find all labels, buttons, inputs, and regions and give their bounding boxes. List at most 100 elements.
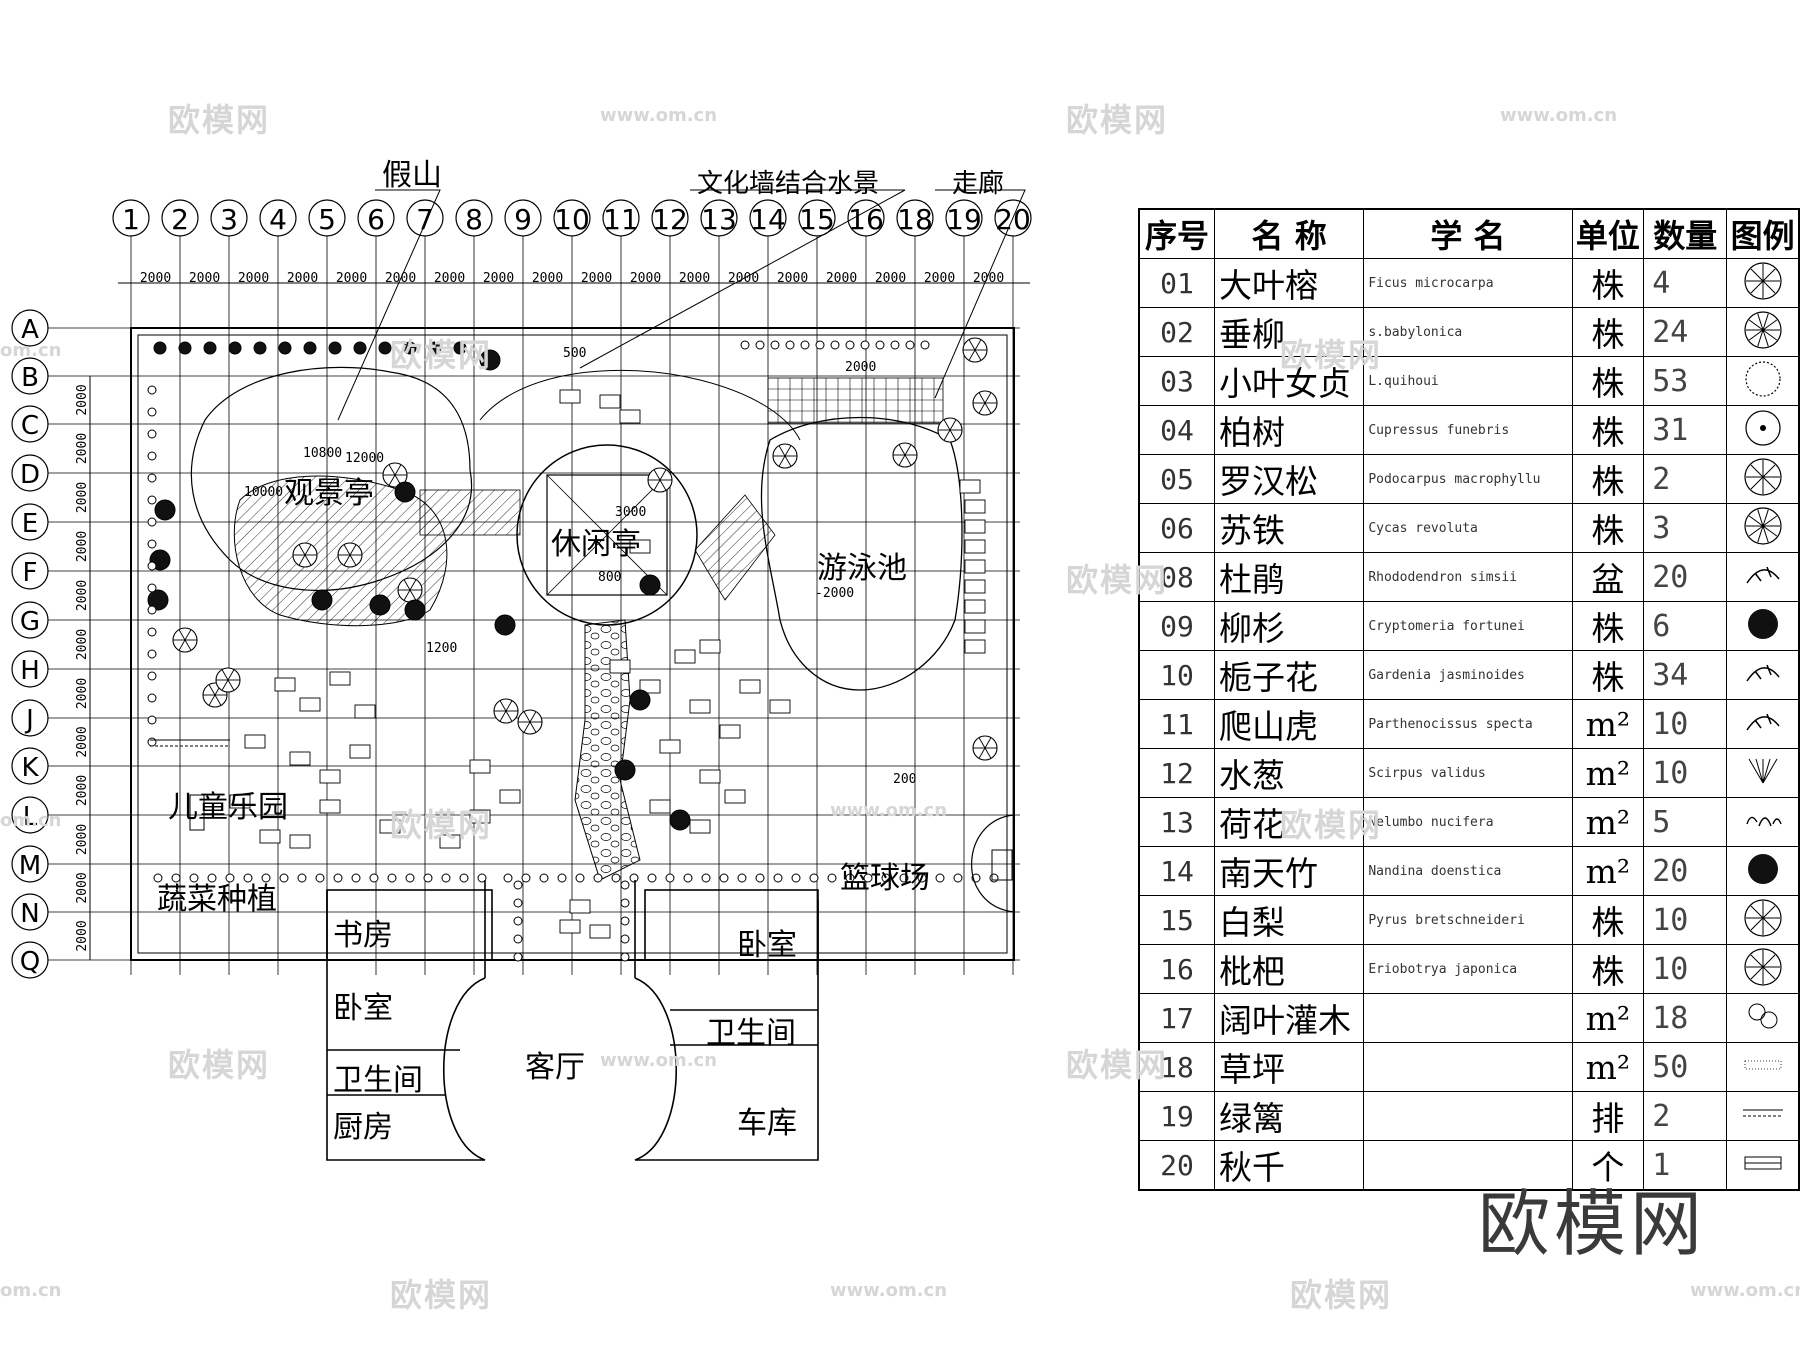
row-axis-bubble: G xyxy=(11,601,49,639)
plant-symbol xyxy=(620,880,630,890)
legend-name: 阔叶灌木 xyxy=(1213,993,1365,1043)
row-axis-label: N xyxy=(20,899,39,929)
stepping-stone xyxy=(689,819,711,834)
elevation-note: 10000 xyxy=(244,485,284,500)
stepping-stone xyxy=(244,734,266,749)
legend-no: 04 xyxy=(1138,405,1215,455)
watermark: om.cn xyxy=(0,340,62,361)
plant-symbol xyxy=(337,542,363,568)
hedge-icon xyxy=(1726,1091,1800,1141)
swing-symbol xyxy=(189,794,205,831)
legend-unit: m² xyxy=(1571,846,1645,896)
plant-symbol xyxy=(203,341,217,355)
plant-symbol xyxy=(369,594,391,616)
legend-qty: 20 xyxy=(1643,846,1728,896)
legend-name: 枇杷 xyxy=(1213,944,1365,994)
legend-no: 02 xyxy=(1138,307,1215,357)
row-axis-label: C xyxy=(21,411,39,441)
watermark: www.om.cn xyxy=(830,800,948,821)
legend-name: 爬山虎 xyxy=(1213,699,1365,749)
stepping-stone xyxy=(649,799,671,814)
plant-symbol xyxy=(253,341,267,355)
stepping-stone xyxy=(259,829,281,844)
dimension-label: 2000 xyxy=(532,271,563,286)
legend-no: 06 xyxy=(1138,503,1215,553)
callout-corridor: 走廊 xyxy=(952,169,1005,199)
dimension-label: 2000 xyxy=(434,271,465,286)
row-axis-bubble: B xyxy=(11,357,49,395)
plant-symbol xyxy=(382,462,408,488)
basketball-court-arc xyxy=(971,814,1015,913)
column-axis-bubble: 3 xyxy=(210,199,248,237)
watermark: 欧模网 xyxy=(390,1276,493,1314)
elevation-note: 800 xyxy=(598,570,622,585)
legend-sci: Parthenocissus specta xyxy=(1363,699,1573,749)
dimension-label: 2000 xyxy=(75,920,90,951)
legend-sci xyxy=(1363,1140,1573,1191)
plant-symbol xyxy=(278,341,292,355)
legend-no: 20 xyxy=(1138,1140,1215,1191)
watermark: 欧模网 xyxy=(1066,561,1169,599)
plant-symbol xyxy=(800,340,810,350)
elevation-note: 200 xyxy=(893,772,917,787)
elevation-note: 500 xyxy=(563,346,587,361)
plant-symbol xyxy=(953,873,963,883)
legend-unit: 株 xyxy=(1571,895,1645,945)
legend-sci: Cupressus funebris xyxy=(1363,405,1573,455)
bridge-hatch-right xyxy=(694,494,776,601)
loquat-icon xyxy=(1726,944,1800,994)
dimension-label: 2000 xyxy=(924,271,955,286)
plant-symbol xyxy=(665,873,675,883)
cedar-icon xyxy=(1726,601,1800,651)
plant-symbol xyxy=(899,873,909,883)
stepping-stone xyxy=(349,744,371,759)
legend-no: 18 xyxy=(1138,1042,1215,1092)
plant-symbol xyxy=(917,873,927,883)
stepping-stones xyxy=(229,389,986,939)
lawn-icon xyxy=(1726,1042,1800,1092)
room-bath-right: 卫生间 xyxy=(706,1016,796,1051)
stepping-stone xyxy=(569,899,591,914)
legend-unit: 排 xyxy=(1571,1091,1645,1141)
watermark: 欧模网 xyxy=(390,336,493,374)
plant-symbol xyxy=(937,417,963,443)
column-axis-label: 3 xyxy=(220,203,238,236)
plant-symbol xyxy=(153,341,167,355)
header-name: 名 称 xyxy=(1213,208,1365,259)
plant-symbol xyxy=(815,340,825,350)
legend-qty: 2 xyxy=(1643,1091,1728,1141)
plant-symbol xyxy=(172,627,198,653)
plant-symbol xyxy=(147,671,157,681)
broadleaf-shrub-icon xyxy=(1726,993,1800,1043)
column-axis-label: 20 xyxy=(995,203,1031,236)
column-axis-bubble: 2 xyxy=(161,199,199,237)
header-no: 序号 xyxy=(1138,208,1215,259)
plant-symbol xyxy=(539,873,549,883)
column-axis-label: 4 xyxy=(269,203,287,236)
dimension-label: 2000 xyxy=(287,271,318,286)
header-sym: 图例 xyxy=(1726,208,1800,259)
plant-symbol xyxy=(935,873,945,883)
tree-cypress-icon xyxy=(1726,405,1800,455)
bridge-hatch-left xyxy=(419,489,521,536)
dimension-label: 2000 xyxy=(973,271,1004,286)
room-garage: 车库 xyxy=(737,1106,797,1141)
legend-name: 垂柳 xyxy=(1213,307,1365,357)
row-axis-label: H xyxy=(20,656,40,686)
stepping-stone xyxy=(739,679,761,694)
stepping-stone xyxy=(319,799,341,814)
plant-symbol xyxy=(404,599,426,621)
column-axis-label: 1 xyxy=(122,203,140,236)
om-logo: 欧模网 xyxy=(1478,1182,1707,1266)
legend-sci: Nandina doenstica xyxy=(1363,846,1573,896)
column-axis-label: 18 xyxy=(897,203,933,236)
legend-sci: Ficus microcarpa xyxy=(1363,258,1573,308)
legend-unit: 株 xyxy=(1571,258,1645,308)
room-bedroom-left: 卧室 xyxy=(333,991,393,1026)
room-bedroom-right: 卧室 xyxy=(737,928,797,963)
